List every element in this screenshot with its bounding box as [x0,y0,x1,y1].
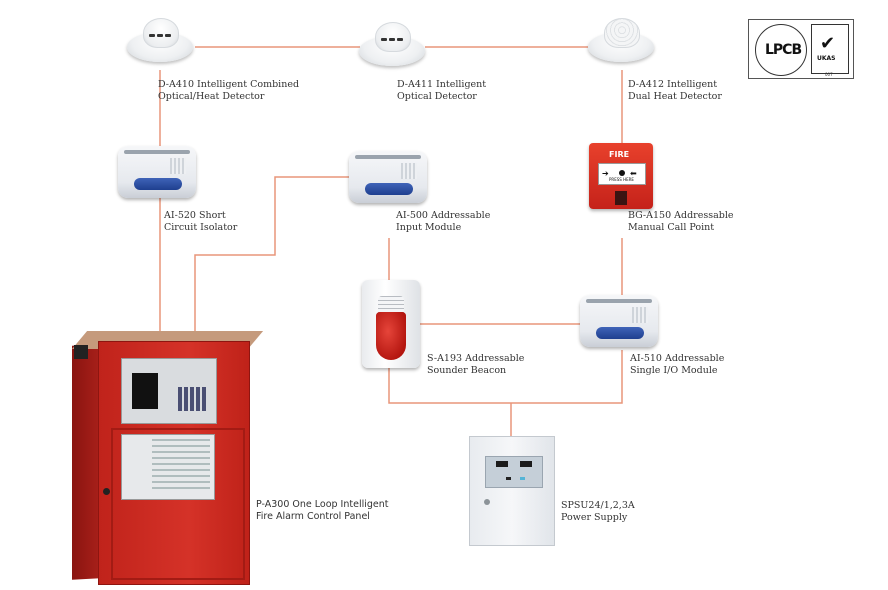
isolator-ai-520 [118,146,196,198]
call-point-press-text: PRESS HERE [609,177,634,182]
label-d-a411-line1: D-A411 Intelligent [397,79,487,90]
certification-logo: LPCB ✔ UKAS 007 [748,19,854,79]
label-ai-500-line1: AI-500 Addressable [396,210,491,221]
label-s-a193: S-A193 Addressable Sounder Beacon [427,353,524,377]
label-ai-510: AI-510 Addressable Single I/O Module [630,353,724,377]
call-point-bg-a150: FIRE ➔ ⬅ PRESS HERE [589,143,653,209]
label-p-a300: P-A300 One Loop Intelligent Fire Alarm C… [256,499,389,523]
label-ai-520-line1: AI-520 Short [164,210,226,221]
detector-d-a410 [125,14,195,66]
ukas-text: UKAS [817,55,836,62]
panel-display [121,358,217,424]
detector-d-a411 [357,18,427,70]
label-ai-510-line2: Single I/O Module [630,365,718,376]
wire-sounder-io-bottom [388,350,623,404]
label-d-a410: D-A410 Intelligent Combined Optical/Heat… [158,79,299,103]
ukas-mark-icon: ✔ UKAS [811,24,849,74]
label-bg-a150: BG-A150 Addressable Manual Call Point [628,210,734,234]
label-ai-510-line1: AI-510 Addressable [630,353,725,364]
label-d-a412-line2: Dual Heat Detector [628,91,722,102]
label-ai-520-line2: Circuit Isolator [164,222,238,233]
arrow-left-icon: ⬅ [630,169,637,178]
lpcb-text: LPCB [765,42,802,58]
power-supply-spsu24 [469,436,555,546]
io-module-ai-510 [580,295,658,347]
input-module-ai-500 [349,151,427,203]
wire-input-panel [194,176,350,333]
arrow-right-icon: ➔ [602,169,609,178]
label-p-a300-line1: P-A300 One Loop Intelligent [256,499,389,510]
label-d-a411-line2: Optical Detector [397,91,477,102]
label-spsu24-line1: SPSU24/1,2,3A [561,500,635,511]
checkmark-icon: ✔ [820,33,836,54]
label-ai-500-line2: Input Module [396,222,462,233]
sounder-beacon-s-a193 [362,280,420,368]
label-d-a411: D-A411 Intelligent Optical Detector [397,79,486,103]
detector-d-a412 [586,14,656,66]
label-bg-a150-line1: BG-A150 Addressable [628,210,734,221]
label-d-a412: D-A412 Intelligent Dual Heat Detector [628,79,722,103]
label-s-a193-line2: Sounder Beacon [427,365,507,376]
control-panel-p-a300 [72,331,264,585]
label-spsu24: SPSU24/1,2,3A Power Supply [561,500,635,524]
label-d-a412-line1: D-A412 Intelligent [628,79,718,90]
lpcb-seal-icon: LPCB [755,24,807,76]
panel-lock-icon [103,488,110,495]
call-point-window: ➔ ⬅ PRESS HERE [598,163,646,185]
label-s-a193-line1: S-A193 Addressable [427,353,525,364]
psu-lock-icon [484,499,490,505]
panel-zone-leds [121,434,215,500]
label-p-a300-line2: Fire Alarm Control Panel [256,511,370,522]
label-d-a410-line2: Optical/Heat Detector [158,91,265,102]
button-dot-icon [619,170,625,176]
label-ai-520: AI-520 Short Circuit Isolator [164,210,237,234]
call-point-fire-text: FIRE [609,150,630,159]
cert-number: 007 [825,72,833,77]
label-d-a410-line1: D-A410 Intelligent Combined [158,79,300,90]
label-bg-a150-line2: Manual Call Point [628,222,715,233]
label-ai-500: AI-500 Addressable Input Module [396,210,490,234]
label-spsu24-line2: Power Supply [561,512,628,523]
